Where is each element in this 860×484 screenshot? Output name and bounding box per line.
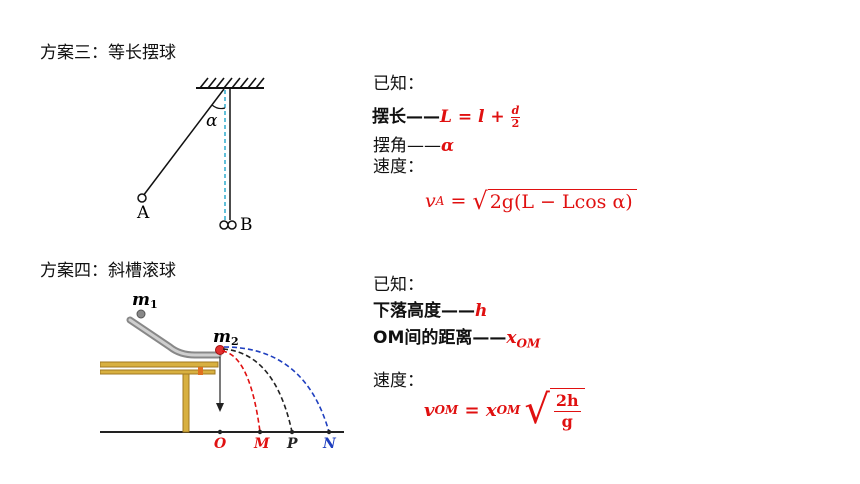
ceiling-hatch	[199, 77, 265, 89]
distance-sub: OM	[516, 336, 541, 351]
angle-text-label: 摆角——	[373, 136, 441, 156]
trajectory-m	[221, 350, 261, 433]
speed-a-lhs: v	[425, 190, 436, 212]
speed-om-den: g	[561, 412, 573, 431]
chute-figure: m1 m2 O M P N	[100, 290, 344, 452]
angle-label: α	[206, 111, 218, 131]
speed-om-eq: =	[458, 399, 486, 421]
point-p-dot	[289, 429, 295, 435]
scheme3-angle-row: 摆角——α	[373, 136, 454, 156]
point-o-dot	[217, 429, 223, 435]
scheme4-known-label: 已知：	[373, 275, 424, 295]
clamp	[198, 367, 203, 375]
label-m2: m2	[213, 327, 239, 348]
point-o-label: O	[214, 436, 227, 452]
speed-om-num: 2h	[553, 391, 581, 412]
length-label: 摆长——	[372, 107, 440, 127]
height-label: 下落高度——	[373, 301, 475, 321]
scheme3-heading: 方案三：等长摆球	[40, 43, 176, 63]
length-fraction-num: d	[510, 103, 521, 118]
length-eq: =	[451, 107, 479, 127]
point-n-dot	[326, 429, 332, 435]
pendulum-figure: α A B	[136, 77, 265, 235]
point-m-label: M	[253, 436, 270, 452]
angle-symbol: α	[441, 136, 455, 156]
trajectory-n	[223, 346, 330, 433]
distance-symbol: x	[506, 328, 517, 348]
length-fraction: d 2	[510, 103, 521, 130]
length-l: l	[478, 107, 485, 127]
length-fraction-den: 2	[511, 116, 520, 130]
ball-m2	[215, 345, 225, 355]
sqrt-icon: √	[472, 187, 488, 215]
scheme3-speed-label: 速度：	[373, 157, 424, 177]
label-b: B	[240, 215, 253, 235]
speed-om-fraction: 2h g	[549, 388, 585, 432]
speed-om-x-sub: OM	[496, 403, 521, 417]
speed-a-sub: A	[435, 194, 445, 208]
table-leg	[182, 373, 190, 433]
speed-a-radicand: 2g(L − Lcos α)	[487, 189, 637, 213]
height-symbol: h	[475, 301, 488, 321]
label-m1: m1	[132, 290, 158, 311]
ball-b-right	[227, 220, 237, 230]
distance-label: OM间的距离——	[373, 328, 507, 348]
trajectory-p	[222, 348, 293, 433]
plumb-bob	[216, 403, 224, 412]
table-rail	[100, 369, 216, 375]
point-m-dot	[257, 429, 263, 435]
ball-m1	[136, 309, 146, 319]
scheme4-distance-row: OM间的距离——xOM	[373, 328, 540, 353]
length-lhs: L	[440, 107, 452, 127]
speed-om-x: x	[485, 399, 497, 421]
scheme4-speed-label: 速度：	[373, 371, 424, 391]
sqrt-icon: √	[524, 387, 550, 433]
angle-arc	[211, 104, 226, 110]
speed-om-lhs: v	[424, 399, 435, 421]
string-a	[142, 88, 225, 197]
point-p-label: P	[286, 436, 298, 452]
speed-a-eq: =	[444, 190, 473, 212]
scheme3-length-row: 摆长—— L = l + d 2	[372, 102, 521, 132]
scheme4-heading: 方案四：斜槽滚球	[40, 261, 176, 281]
scheme4-height-row: 下落高度——h	[373, 301, 487, 321]
table-top	[100, 361, 219, 368]
label-a: A	[136, 203, 150, 223]
ball-b-left	[219, 220, 229, 230]
ball-a	[137, 193, 147, 203]
slope-chute-inner	[128, 318, 220, 357]
scheme3-known-label: 已知：	[373, 74, 424, 94]
length-plus: +	[484, 107, 511, 127]
point-n-label: N	[322, 436, 337, 452]
speed-om-lhs-sub: OM	[434, 403, 459, 417]
